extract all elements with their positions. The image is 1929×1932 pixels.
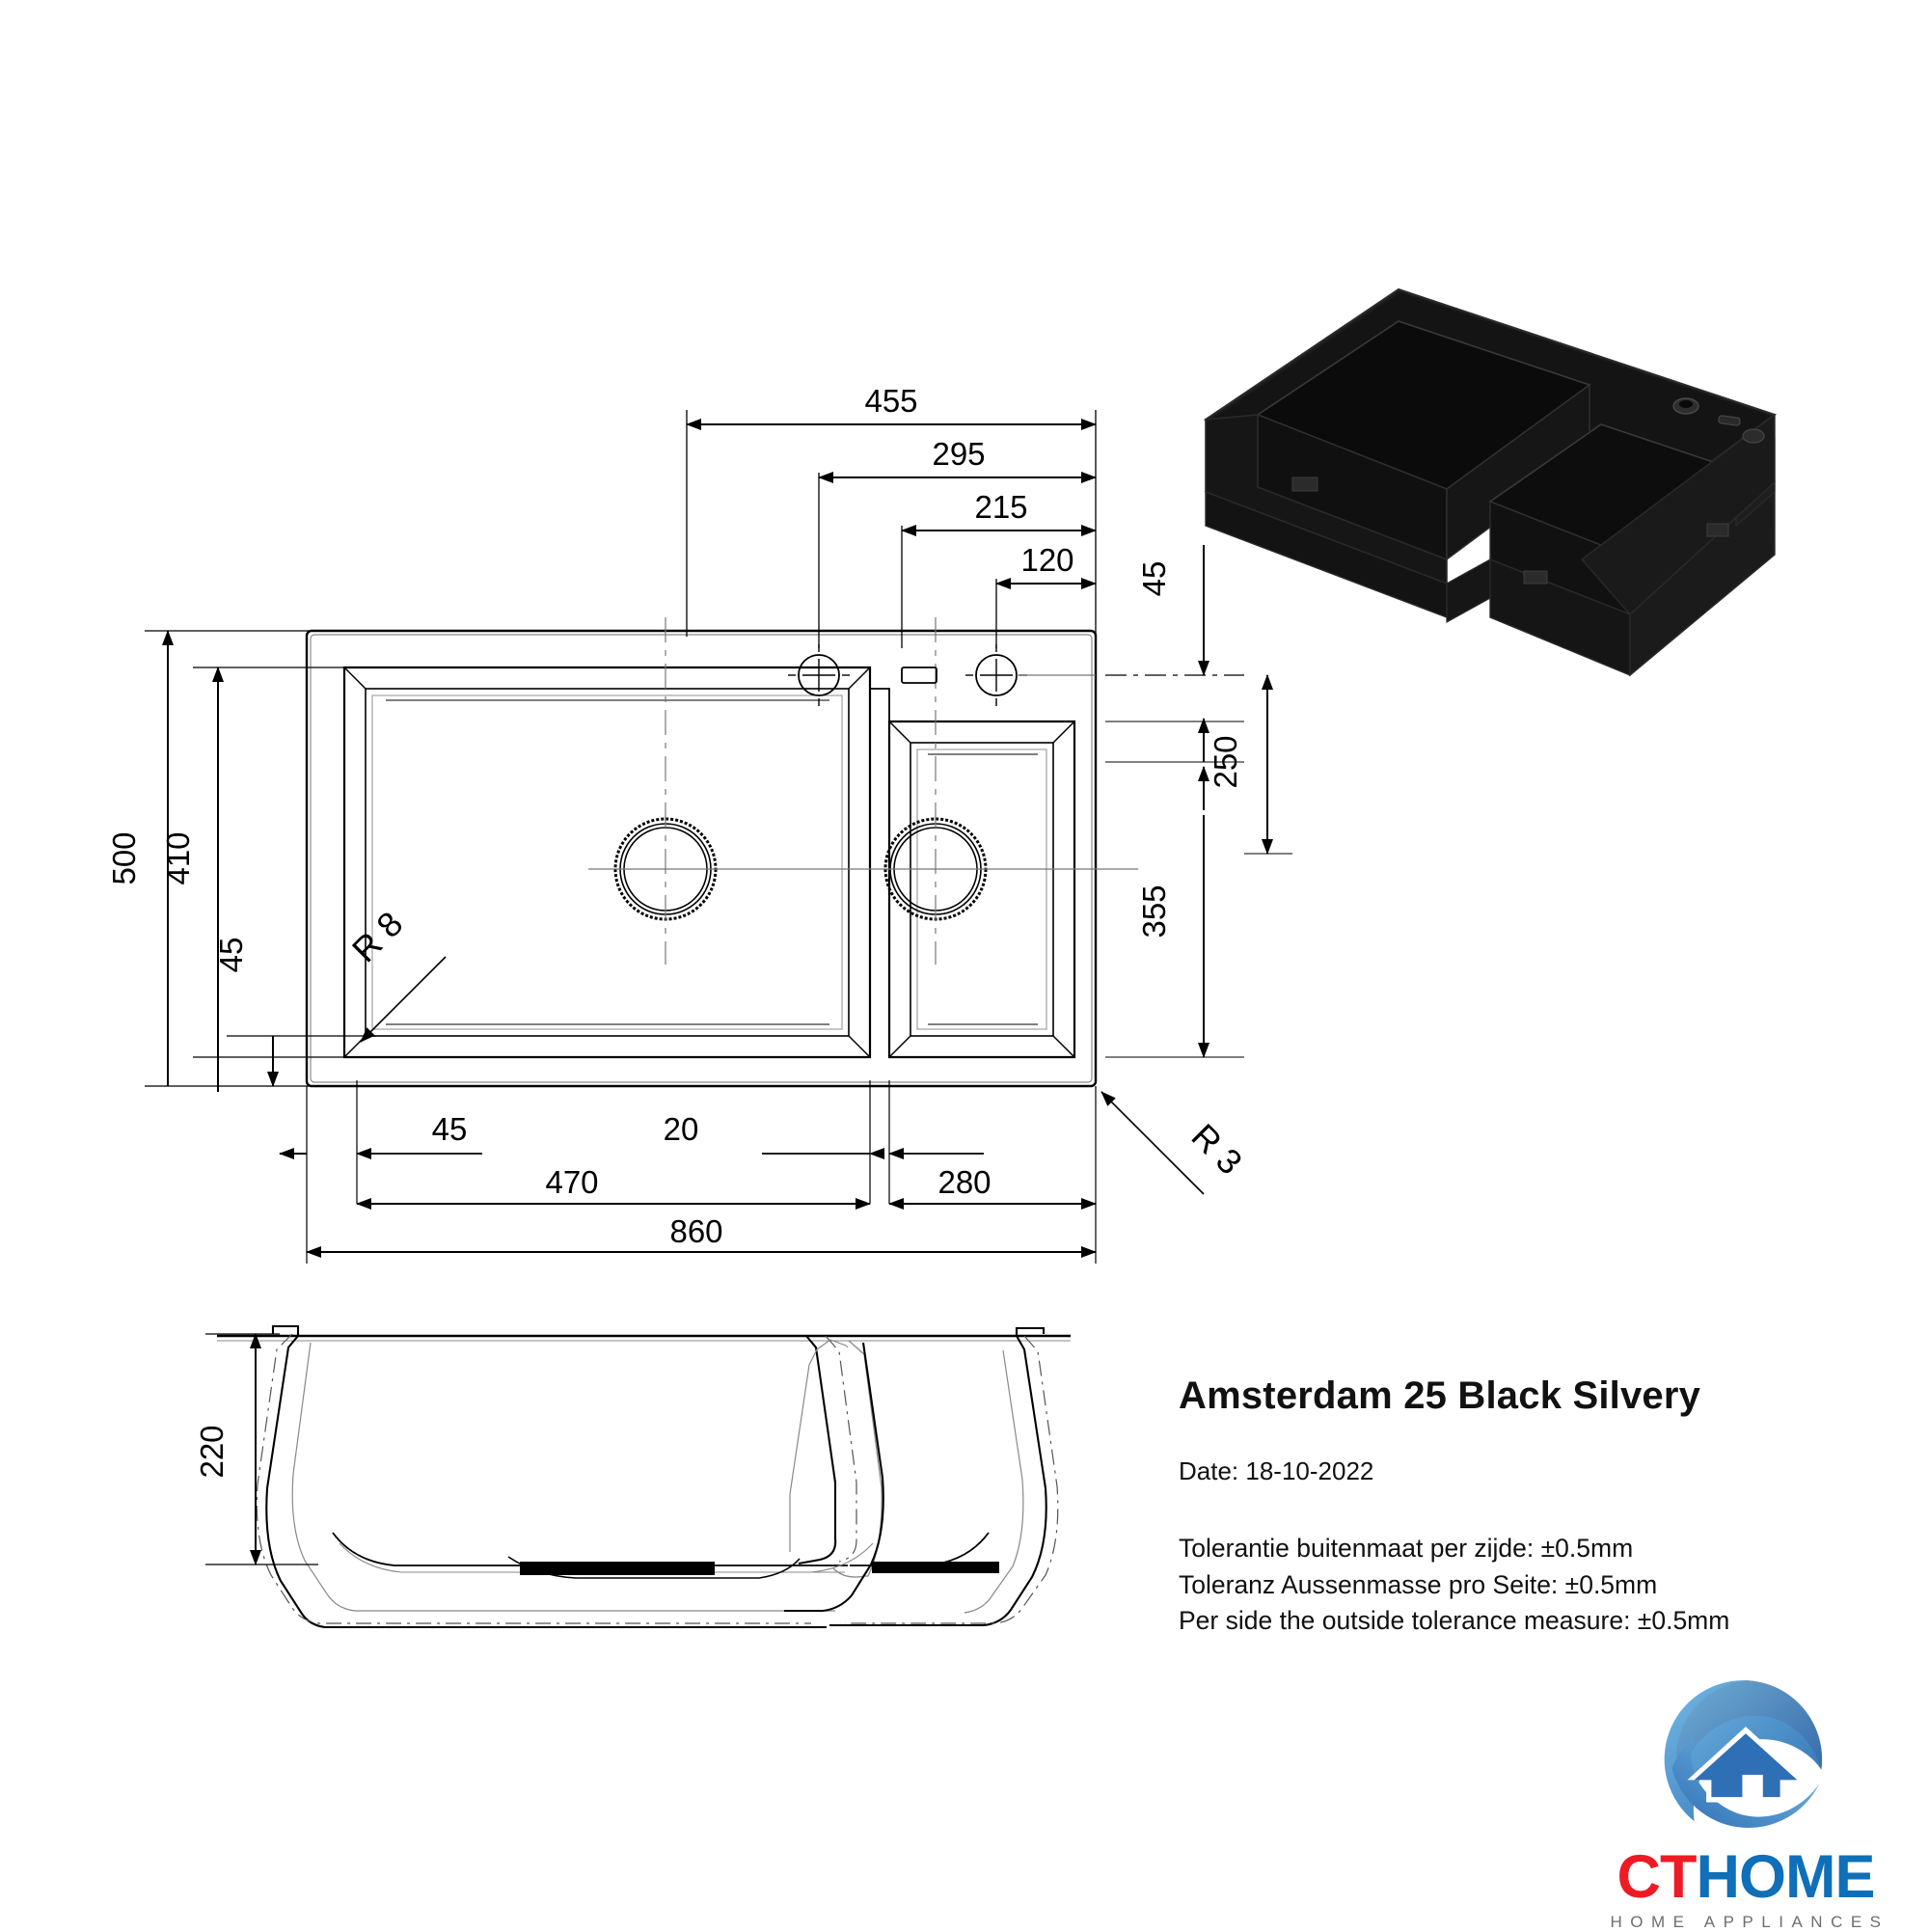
radius-callouts: R 8 R 3 [344,904,1251,1195]
section-view [205,1324,1071,1629]
tolerance-line-de: Toleranz Aussenmasse pro Seite: ±0.5mm [1179,1569,1658,1599]
dim-label-500: 500 [106,831,142,884]
dim-label-bottom-45: 45 [432,1111,468,1147]
tolerance-line-nl: Tolerantie buitenmaat per zijde: ±0.5mm [1179,1534,1634,1563]
dim-label-120: 120 [1020,542,1073,578]
dim-label-220: 220 [194,1425,230,1478]
plan-view [305,617,1138,1088]
left-dimensions [145,630,376,1092]
dim-label-295: 295 [932,436,985,472]
logo-wordmark: CTHOME [1601,1847,1890,1908]
dim-label-r8: R 8 [344,904,411,970]
dim-label-860: 860 [669,1213,722,1249]
right-dimensions [1105,545,1292,1058]
brand-logo: CTHOME HOME APPLIANCES [1601,1673,1890,1931]
bottom-dimensions [279,1080,1097,1264]
tolerance-line-en: Per side the outside tolerance measure: … [1179,1606,1730,1636]
dim-label-left-45: 45 [213,938,249,973]
cthome-house-icon [1660,1673,1832,1845]
top-dimensions [686,410,1097,648]
info-block: Amsterdam 25 Black Silvery Date: 18-10-2… [1179,1374,1912,1640]
dim-label-250: 250 [1208,735,1243,788]
tap-hole-left [787,643,851,707]
product-render-3d [1203,287,1778,677]
date-label: Date: 18-10-2022 [1179,1456,1374,1485]
dim-label-280: 280 [937,1164,991,1200]
dim-label-right-45: 45 [1136,561,1172,597]
tolerance-list: Tolerantie buitenmaat per zijde: ±0.5mm … [1179,1531,1912,1640]
dim-label-20: 20 [664,1111,699,1147]
page-title: Amsterdam 25 Black Silvery [1179,1374,1701,1417]
logo-ct-text: CT [1617,1843,1698,1911]
logo-tagline: HOME APPLIANCES [1610,1913,1889,1931]
logo-home-text: HOME [1696,1843,1875,1911]
dim-label-410: 410 [160,831,196,884]
overflow-slot [901,667,937,684]
dim-label-455: 455 [864,383,917,419]
dim-label-470: 470 [545,1164,598,1200]
dim-label-355: 355 [1136,884,1172,938]
dim-label-215: 215 [974,489,1027,525]
dim-label-r3: R 3 [1184,1116,1251,1183]
